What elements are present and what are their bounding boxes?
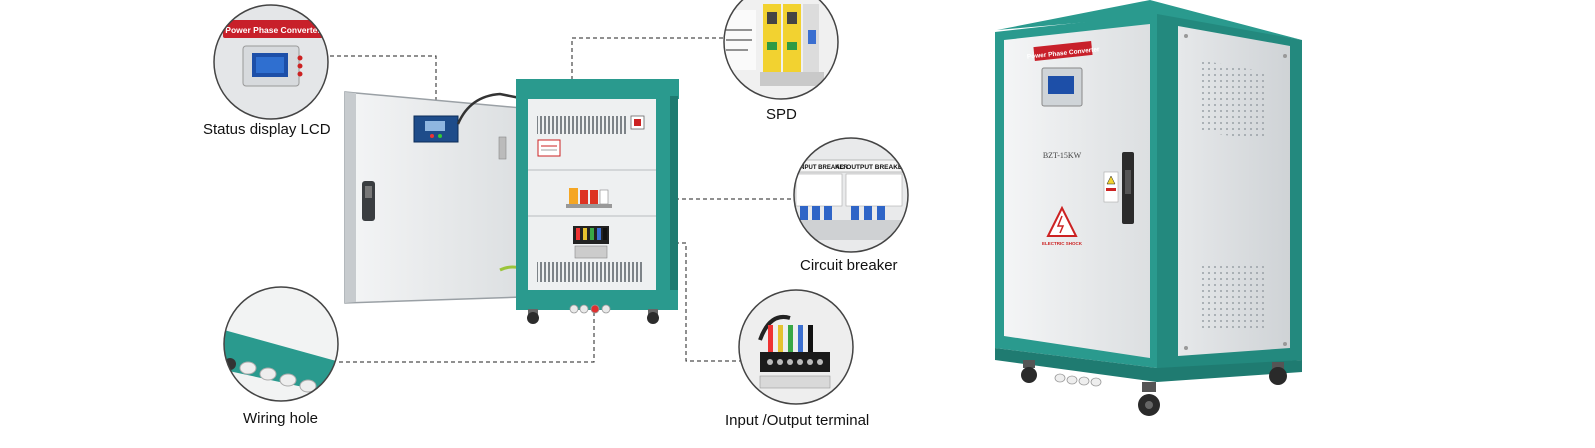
callout-wiring-hole-zoom — [223, 286, 339, 402]
callout-terminal-zoom — [738, 289, 854, 405]
cabinet-model-text: BZT-15KW — [1043, 151, 1082, 160]
callout-breaker-zoom: AC INPUT BREAKER AC OUTPUT BREAKER — [788, 137, 909, 253]
label-io-terminal: Input /Output terminal — [725, 412, 870, 429]
label-wiring-hole: Wiring hole — [243, 410, 319, 427]
label-circuit-breaker: Circuit breaker — [800, 257, 898, 274]
lcd-badge-text: Power Phase Converter — [225, 25, 321, 35]
label-status-display-lcd: Status display LCD — [203, 121, 331, 138]
label-spd: SPD — [766, 106, 797, 123]
callout-spd-zoom — [723, 0, 839, 100]
callout-lcd-zoom: Power Phase Converter — [213, 4, 329, 120]
callout-leader-lines — [330, 37, 795, 363]
open-cabinet — [344, 79, 679, 324]
breaker-input-label: AC INPUT BREAKER — [788, 165, 848, 171]
cabinet-warning-text: ELECTRIC SHOCK — [1042, 241, 1083, 246]
closed-cabinet: Power Phase Converter BZT-15KW ELECTRIC … — [995, 0, 1302, 416]
breaker-output-label: AC OUTPUT BREAKER — [835, 164, 907, 171]
